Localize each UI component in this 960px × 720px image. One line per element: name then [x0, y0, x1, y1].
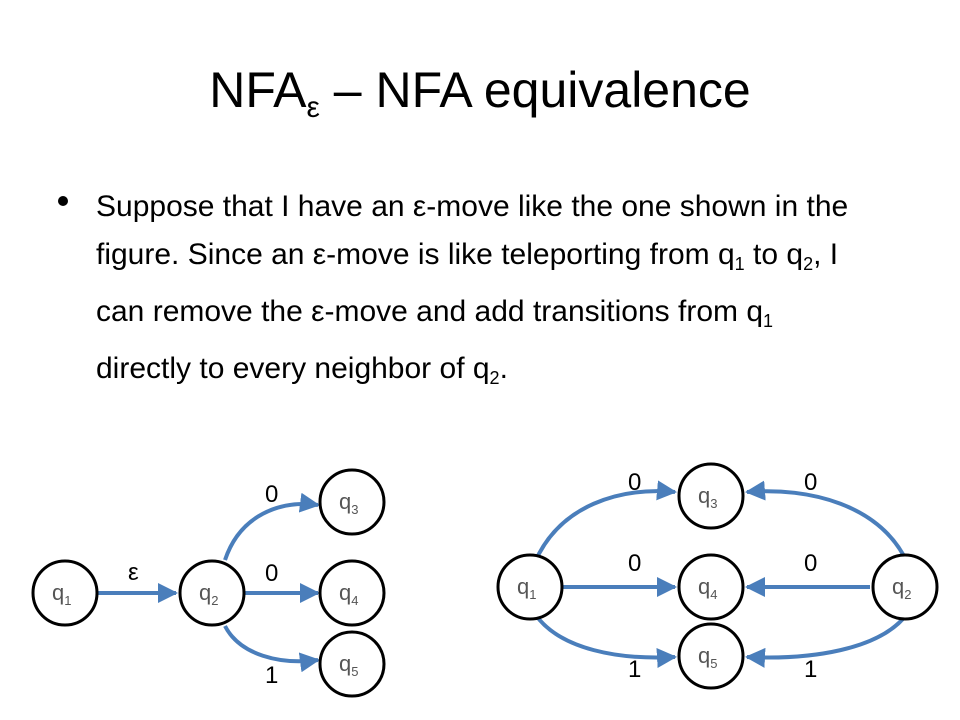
- bullet-part: to q: [744, 238, 804, 271]
- right-label-q2-q4: 0: [804, 550, 817, 577]
- right-state-q2: q2: [871, 553, 939, 621]
- right-diagram: 0 0 1 0 0 1 q1 q3 q4 q5 q2: [496, 462, 939, 690]
- right-state-q5: q5: [677, 622, 745, 690]
- svg-text:q3: q3: [698, 483, 717, 511]
- bullet-item: Suppose that I have an ε-move like the o…: [58, 183, 858, 402]
- left-diagram: ε 0 0 1 q1 q2 q3 q4 q5: [31, 468, 386, 698]
- svg-text:q2: q2: [892, 574, 911, 602]
- bullet-part: Suppose that I have an ε-move like the o…: [96, 190, 849, 271]
- bullet-text: Suppose that I have an ε-move like the o…: [96, 183, 858, 402]
- svg-text:q4: q4: [698, 574, 717, 602]
- left-label-q4: 0: [265, 560, 278, 587]
- right-state-q3: q3: [677, 462, 745, 530]
- left-state-q1: q1: [31, 559, 99, 627]
- right-label-q2-q5: 1: [804, 656, 817, 683]
- svg-text:q3: q3: [339, 489, 358, 517]
- right-label-q1-q3: 0: [628, 469, 641, 496]
- right-state-q4: q4: [677, 553, 745, 621]
- left-label-q3: 0: [265, 481, 278, 508]
- left-state-q3: q3: [318, 468, 386, 536]
- title-main: NFA: [209, 62, 307, 118]
- slide-title: NFAε – NFA equivalence: [0, 58, 960, 140]
- left-state-q5: q5: [318, 630, 386, 698]
- svg-text:q1: q1: [517, 574, 536, 602]
- left-label-eps: ε: [128, 559, 139, 586]
- title-subscript: ε: [306, 91, 320, 124]
- svg-text:q5: q5: [698, 643, 717, 671]
- right-edge-q2-q3: [745, 480, 909, 563]
- svg-text:q4: q4: [339, 580, 358, 608]
- bullet-part: , I can remove the ε-move and add transi…: [96, 238, 839, 328]
- bullet-part: .: [499, 352, 508, 385]
- right-edge-q2-q5: [745, 612, 909, 668]
- bullet-subscript: 2: [803, 254, 814, 274]
- bullet-subscript: 1: [763, 311, 774, 331]
- left-label-q5: 1: [265, 662, 278, 689]
- svg-text:q1: q1: [52, 580, 71, 608]
- left-state-q4: q4: [318, 559, 386, 627]
- left-edge-q2-q5: [223, 625, 320, 673]
- left-state-q2: q2: [178, 559, 246, 627]
- title-rest: – NFA equivalence: [319, 62, 751, 118]
- right-edge-q1-q3: [533, 480, 677, 563]
- right-label-q1-q4: 0: [628, 550, 641, 577]
- right-state-q1: q1: [496, 553, 564, 621]
- left-edge-q2-q3: [223, 492, 320, 561]
- right-label-q1-q5: 1: [628, 656, 641, 683]
- svg-text:q2: q2: [199, 580, 218, 608]
- right-edge-q1-q5: [533, 612, 677, 668]
- bullet-subscript: 2: [489, 368, 500, 388]
- bullet-dot-icon: [58, 196, 68, 206]
- svg-text:q5: q5: [339, 651, 358, 679]
- bullet-part: directly to every neighbor of q: [96, 352, 490, 385]
- right-label-q2-q3: 0: [804, 469, 817, 496]
- bullet-subscript: 1: [734, 254, 745, 274]
